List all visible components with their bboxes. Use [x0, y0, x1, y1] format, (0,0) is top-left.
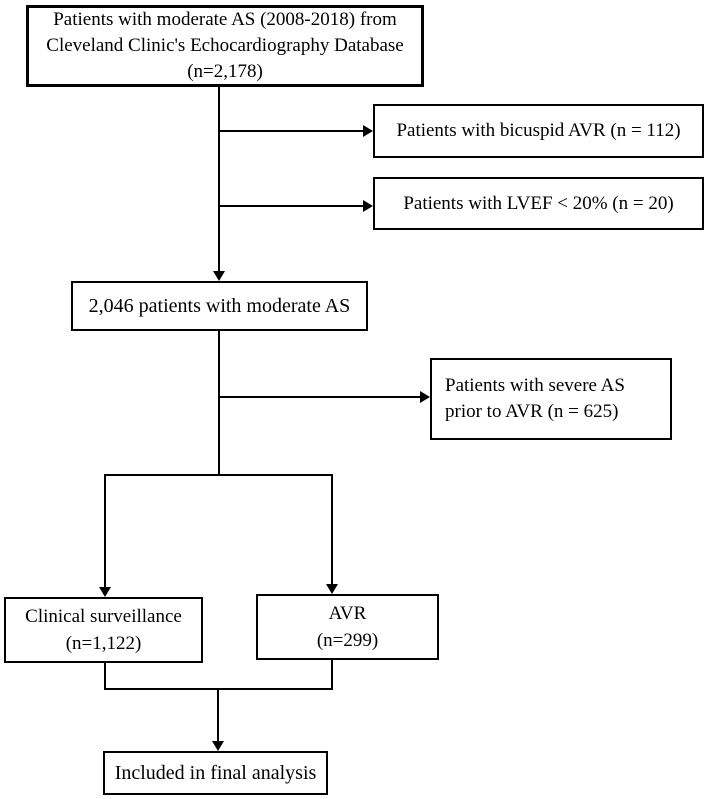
connector-moderate-to-split — [218, 331, 220, 476]
box-text-line: Clinical surveillance — [25, 606, 182, 627]
arrowhead-down-icon — [213, 271, 225, 281]
connector-surveillance-to-merge — [104, 663, 106, 690]
arrowhead-right-icon — [363, 200, 373, 212]
box-text-line: Cleveland Clinic's Echocardiography Data… — [46, 35, 404, 56]
box-text-line: Patients with bicuspid AVR (n = 112) — [396, 120, 681, 141]
box-text-line: (n=1,122) — [65, 633, 142, 654]
box-text-line: (n=299) — [316, 630, 379, 651]
connector-split-horizontal — [104, 474, 333, 476]
box-text-line: Patients with LVEF < 20% (n = 20) — [403, 192, 674, 214]
connector-merge-to-final — [217, 690, 219, 742]
box-clinical-surveillance: Clinical surveillance (n=1,122) — [4, 597, 203, 663]
box-text-line: 2,046 patients with moderate AS — [88, 295, 351, 317]
connector-merge-horizontal — [104, 688, 333, 690]
box-text-line: (n=2,178) — [187, 61, 263, 82]
box-excluded-bicuspid-avr: Patients with bicuspid AVR (n = 112) — [373, 104, 704, 158]
box-text-line: Included in final analysis — [114, 762, 317, 784]
arrowhead-down-icon — [99, 587, 111, 597]
box-excluded-low-lvef: Patients with LVEF < 20% (n = 20) — [373, 177, 704, 230]
box-text-line: Patients with severe AS — [445, 375, 625, 396]
arrowhead-right-icon — [420, 391, 430, 403]
box-source-population: Patients with moderate AS (2008-2018) fr… — [26, 5, 424, 87]
box-avr-group: AVR (n=299) — [256, 594, 439, 660]
connector-branch-bicuspid — [219, 130, 364, 132]
arrowhead-right-icon — [363, 125, 373, 137]
box-moderate-as-cohort: 2,046 patients with moderate AS — [71, 281, 368, 331]
box-excluded-severe-as: Patients with severe AS prior to AVR (n … — [430, 358, 672, 440]
box-text-line: AVR — [328, 603, 367, 624]
connector-branch-severe — [219, 396, 421, 398]
connector-split-to-avr — [331, 474, 333, 585]
box-text-line: prior to AVR (n = 625) — [445, 401, 619, 422]
connector-branch-lvef — [219, 205, 364, 207]
connector-avr-to-merge — [331, 660, 333, 690]
box-final-analysis: Included in final analysis — [103, 751, 328, 795]
arrowhead-down-icon — [326, 584, 338, 594]
connector-split-to-surveillance — [104, 474, 106, 588]
box-text-line: Patients with moderate AS (2008-2018) fr… — [53, 9, 397, 30]
connector-source-to-moderate — [218, 87, 220, 271]
arrowhead-down-icon — [212, 741, 224, 751]
